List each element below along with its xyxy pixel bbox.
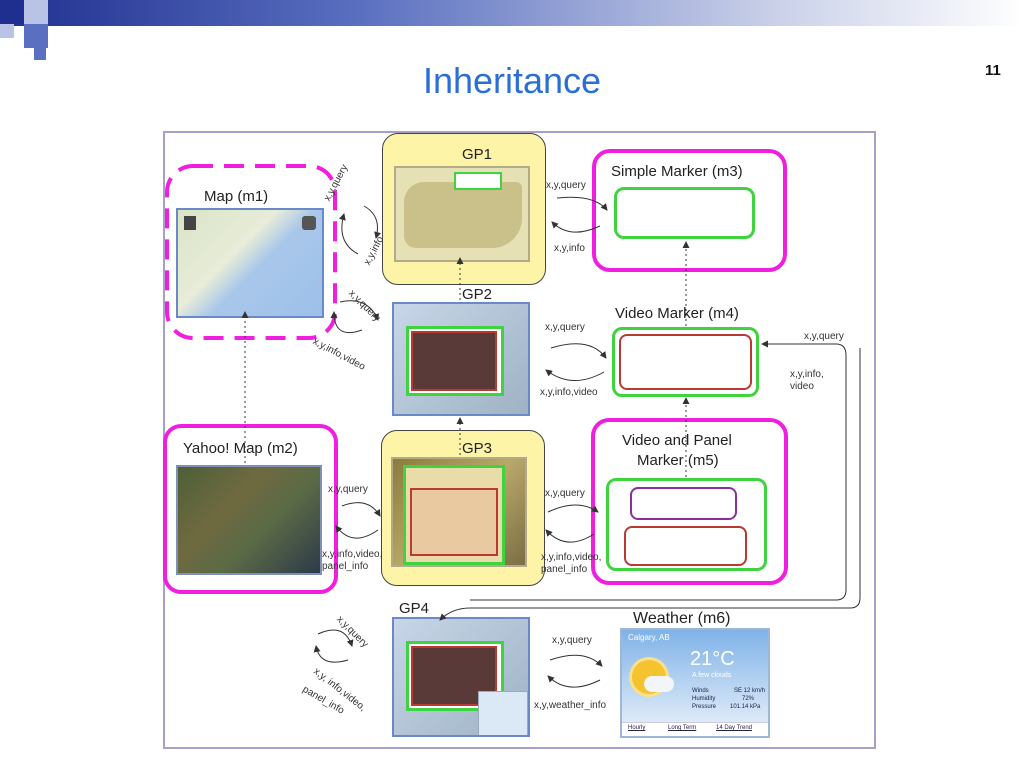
- gp4-thumbnail: [392, 617, 530, 737]
- yahoo-map-m2-thumbnail: [176, 465, 322, 575]
- weather-tabs-bar: [622, 722, 768, 736]
- video-marker-m4-red-box: [619, 334, 752, 390]
- edge-label-gp1-m3-info: x,y,info: [554, 243, 585, 254]
- gp2-thumbnail: [392, 302, 530, 416]
- map-m1-dashed-outline: [165, 164, 337, 340]
- gp3-panel: [403, 465, 505, 565]
- weather-tab-hourly[interactable]: Hourly: [628, 725, 646, 731]
- video-panel-marker-m5-purple-box: [630, 487, 737, 520]
- edge-label-gp2-m4-info: x,y,info,video: [540, 387, 598, 398]
- gp2-label: GP2: [462, 286, 493, 303]
- simple-marker-m3-label: Simple Marker (m3): [611, 163, 743, 180]
- gp4-label: GP4: [399, 600, 430, 617]
- gp3-label: GP3: [462, 440, 493, 457]
- gp2-video-panel: [406, 326, 504, 396]
- gp2-video-frame: [411, 331, 497, 391]
- edge-label-gp4-m6-info: x,y,weather_info: [534, 700, 607, 711]
- header-gradient-bar: [0, 0, 1024, 26]
- weather-condition: A few clouds: [692, 672, 732, 679]
- header-square-decoration: [34, 48, 46, 60]
- slide-number: 11: [985, 62, 1001, 79]
- edge-label-gp3-m5-info-1: x,y,info,video,: [541, 552, 602, 563]
- edge-label-gp3-m5-info-2: panel_info: [541, 564, 588, 575]
- weather-temp: 21°C: [690, 648, 735, 670]
- weather-row-pressure-key: Pressure: [692, 704, 717, 710]
- gp4-weather-mini: [478, 691, 528, 735]
- weather-m6-label: Weather (m6): [633, 610, 731, 627]
- map-zoom-icon: [184, 216, 196, 230]
- simple-marker-m3-box: [592, 149, 787, 272]
- header-square-decoration: [24, 0, 48, 24]
- gp1-highlight-box: [454, 172, 502, 190]
- weather-tab-long-term[interactable]: Long Term: [668, 725, 697, 731]
- edge-label-gp3-m5-query: x,y,query: [545, 488, 585, 499]
- map-pan-icon: [302, 216, 316, 230]
- edge-label-m4-gp4-info-1: x,y,info,: [790, 369, 824, 380]
- gp1-thumbnail: [394, 166, 530, 262]
- video-panel-marker-m5-label-line1: Video and Panel: [622, 432, 732, 449]
- weather-row-humidity-key: Humidity: [692, 696, 716, 702]
- weather-row-humidity-val: 72%: [742, 696, 755, 702]
- gp1-map-shape: [404, 182, 522, 248]
- edge-label-m2-gp3-info-1: x,y,info,video,: [322, 549, 383, 560]
- map-m1-thumbnail: [176, 208, 324, 318]
- gp1-label: GP1: [462, 146, 493, 163]
- weather-m6-widget: Calgary, AB 21°C A few clouds Winds SE 1…: [620, 628, 770, 738]
- cloud-icon: [644, 676, 674, 692]
- edge-label-m2-gp3-query: x,y,query: [328, 484, 368, 495]
- video-marker-m4-label: Video Marker (m4): [615, 305, 739, 322]
- header-square-decoration: [0, 0, 24, 24]
- simple-marker-m3-green-box: [614, 187, 755, 239]
- gp3-thumbnail: [391, 457, 527, 567]
- map-m1-label: Map (m1): [204, 188, 269, 205]
- header-square-decoration: [24, 24, 48, 48]
- weather-row-winds-val: SE 12 km/h: [734, 688, 766, 694]
- edge-label-gp2-m4-query: x,y,query: [545, 322, 585, 333]
- weather-row-pressure-val: 101.14 kPa: [730, 704, 761, 710]
- yahoo-map-m2-label: Yahoo! Map (m2): [183, 440, 298, 457]
- video-panel-marker-m5-red-box: [624, 526, 747, 566]
- yahoo-map-m2-box: [163, 424, 338, 594]
- header-square-decoration: [0, 24, 14, 38]
- edge-label-m4-gp4-query: x,y,query: [804, 331, 844, 342]
- gp3-panel-inner: [410, 488, 498, 556]
- video-panel-marker-m5-label-line2: Marker (m5): [637, 452, 719, 469]
- weather-row-winds-key: Winds: [692, 688, 709, 694]
- edge-label-m4-gp4-info-2: video: [790, 381, 814, 392]
- edge-label-gp1-m3-query: x,y,query: [546, 180, 586, 191]
- edge-label-gp4-m6-query: x,y,query: [552, 635, 592, 646]
- edge-label-m2-gp3-info-2: panel_info: [322, 561, 369, 572]
- weather-city: Calgary, AB: [628, 633, 670, 642]
- slide-title: Inheritance: [422, 60, 602, 101]
- weather-tab-14-day-trend[interactable]: 14 Day Trend: [716, 725, 753, 731]
